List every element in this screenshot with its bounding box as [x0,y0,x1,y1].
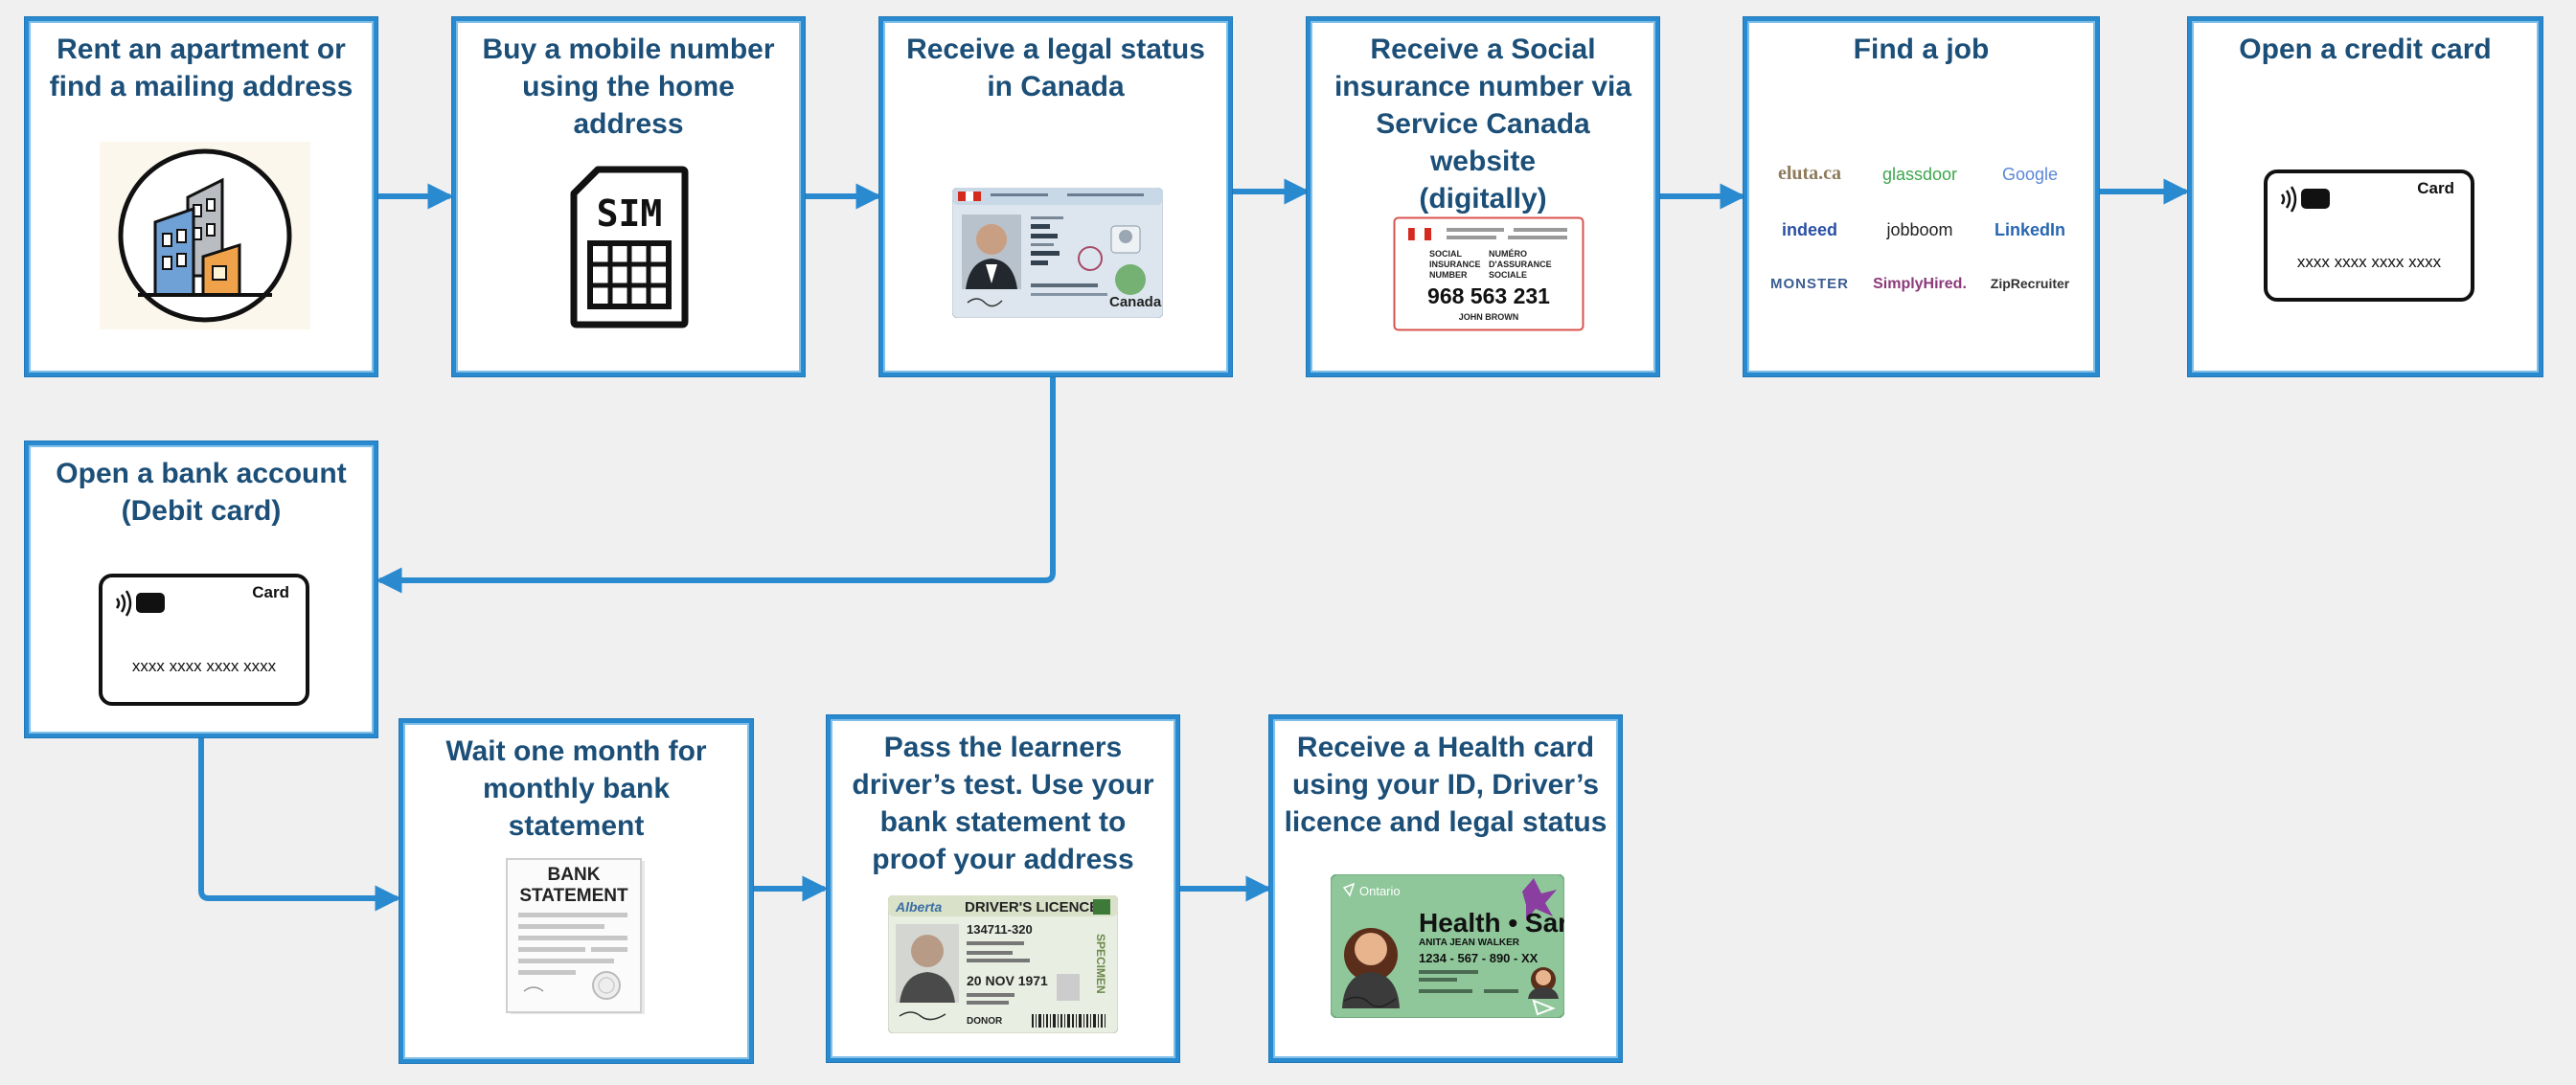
step-title: Open a credit card [2239,34,2492,65]
step-title: Rent an apartment or find a mailing addr… [49,34,353,102]
step-legal-status: Receive a legal status in Canada [879,17,1232,376]
card-number: xxxx xxxx xxxx xxxx [132,657,277,675]
sim-card-icon: SIM [569,165,690,329]
health-name: ANITA JEAN WALKER [1419,938,1520,948]
step-wait-bank-statement: Wait one month for monthly bank statemen… [399,719,753,1063]
glassdoor-logo: glassdoor [1881,165,1958,184]
sin-label: INSURANCE [1429,260,1481,269]
step-open-credit-card: Open a credit card Card xxxx xxxx xxxx x… [2188,17,2542,376]
step-rent-apartment: Rent an apartment or find a mailing addr… [25,17,377,376]
eluta-logo: eluta.ca [1777,163,1842,184]
licence-donor: DONOR [967,1016,1003,1027]
sin-card-image: SOCIAL INSURANCE NUMBER NUMÉRO D'ASSURAN… [1393,216,1584,331]
card-brand: Canada [1109,294,1162,310]
health-number: 1234 - 567 - 890 - XX [1419,951,1539,965]
step-title: Buy a mobile number using the home addre… [482,34,775,140]
simplyhired-logo: SimplyHired. [1873,276,1967,292]
step-title: Open a bank account (Debit card) [56,458,347,527]
google-logo: Google [2001,165,2059,184]
card-number: xxxx xxxx xxxx xxxx [2297,253,2442,271]
step-buy-mobile-number: Buy a mobile number using the home addre… [452,17,805,376]
sin-name: JOHN BROWN [1459,312,1519,322]
monster-logo: MONSTER [1770,276,1849,292]
sin-number: 968 563 231 [1427,283,1550,308]
step-health-card: Receive a Health card using your ID, Dri… [1269,715,1622,1062]
ziprecruiter-logo: ZipRecruiter [1990,276,2070,291]
health-header: Health • Santé [1419,908,1564,938]
sin-label: D'ASSURANCE [1489,260,1552,269]
statement-title-line2: STATEMENT [519,886,628,906]
step-title: Find a job [1853,34,1990,65]
apartment-building-icon [100,142,310,329]
health-province: Ontario [1359,884,1401,898]
step-title: Pass the learners driver’s test. Use you… [852,732,1154,875]
step-title: Wait one month for monthly bank statemen… [445,735,707,842]
job-sites-logos: eluta.ca glassdoor Google indeed jobboom… [1757,163,2087,306]
step-social-insurance-number: Receive a Social insurance number via Se… [1307,17,1659,376]
jobboom-logo: jobboom [1886,220,1953,239]
specimen-stamp: SPECIMEN [1094,934,1107,994]
debit-card-icon: Card xxxx xxxx xxxx xxxx [98,573,310,707]
sin-label: NUMBER [1429,270,1468,280]
linkedin-logo: LinkedIn [1994,220,2065,239]
sin-label: SOCIAL [1429,249,1463,259]
step-title: Receive a Social insurance number via Se… [1334,34,1632,215]
step-open-bank-account: Open a bank account (Debit card) Card xx… [25,441,377,737]
drivers-licence-image: Alberta DRIVER'S LICENCE 134711-320 20 N… [887,894,1119,1034]
step-title: Receive a legal status in Canada [906,34,1205,102]
bank-statement-image: BANK STATEMENT [505,857,649,1016]
arrow-legal-to-bank [376,373,1056,594]
indeed-logo: indeed [1781,220,1837,239]
sin-label: SOCIALE [1489,270,1527,280]
arrow-bank-to-wait [198,733,401,912]
sim-label: SIM [597,192,663,235]
step-learners-test: Pass the learners driver’s test. Use you… [827,715,1179,1062]
card-label: Card [2417,179,2454,197]
licence-number: 134711-320 [967,922,1033,937]
licence-province: Alberta [895,899,942,915]
statement-title-line1: BANK [548,865,601,885]
permanent-resident-card-image: Canada [951,187,1164,319]
step-title: Receive a Health card using your ID, Dri… [1284,732,1607,838]
licence-dob: 20 NOV 1971 [967,973,1048,988]
card-label: Card [252,583,289,601]
health-card-image: Ontario Health • Santé ANITA JEAN WALKER… [1330,873,1598,1019]
sin-label: NUMÉRO [1489,249,1527,259]
licence-header: DRIVER'S LICENCE [965,899,1099,915]
step-find-job: Find a job eluta.ca glassdoor Google ind… [1744,17,2099,376]
credit-card-icon: Card xxxx xxxx xxxx xxxx [2263,169,2475,303]
